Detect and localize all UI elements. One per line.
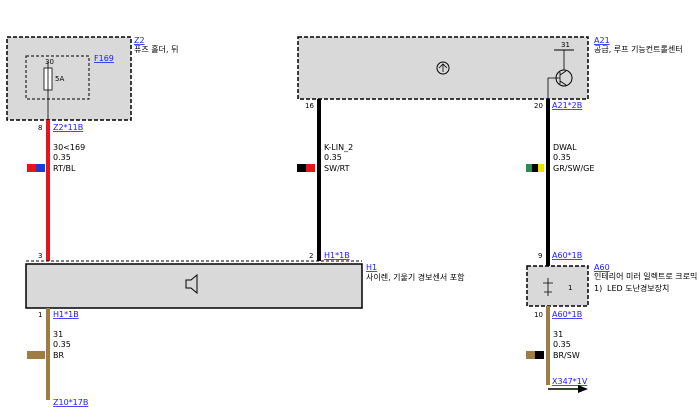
h1-gnd-size: 0.35 — [53, 340, 71, 349]
a60-gnd-size: 0.35 — [553, 340, 571, 349]
color-swatch-red — [27, 164, 36, 172]
color-swatch-black — [297, 164, 306, 172]
a60-link[interactable]: A60 — [594, 263, 610, 272]
a60-description: 인테리어 미러 일렉트로 크로믹 실내 백미러 — [594, 271, 700, 281]
z2-wire-size: 0.35 — [53, 153, 71, 162]
a60-pin-9: 9 — [538, 252, 542, 260]
h1-pin-1: 1 — [38, 311, 42, 319]
h1-link[interactable]: H1 — [366, 263, 377, 272]
z2-connector-link[interactable]: Z2*11B — [53, 123, 83, 132]
a60-connector-link-bottom[interactable]: A60*1B — [552, 310, 582, 319]
h1-pin-2: 2 — [309, 252, 313, 260]
transistor-leads — [547, 70, 567, 99]
a21-description: 공급, 루프 기능컨트롤센터 — [594, 44, 683, 54]
color-swatch-brown — [27, 351, 45, 359]
h1-connector-link-bottom[interactable]: H1*1B — [53, 310, 79, 319]
x347-connector-link[interactable]: X347*1V — [552, 377, 588, 386]
a21-pin-16: 16 — [305, 102, 314, 110]
z10-connector-link[interactable]: Z10*17B — [53, 398, 88, 407]
mirror-box — [526, 265, 589, 307]
color-swatch-black-3 — [535, 351, 544, 359]
z2-description: 퓨즈 홀더, 뒤 — [134, 44, 178, 54]
color-swatch-black-2 — [532, 164, 538, 172]
klin-wire-size: 0.35 — [324, 153, 342, 162]
a21-link[interactable]: A21 — [594, 36, 610, 45]
a60-pin-10: 10 — [534, 311, 543, 319]
z2-wire-signal: 30<169 — [53, 143, 85, 152]
fuse-f169-box — [25, 55, 90, 100]
a60-gnd-signal: 31 — [553, 330, 563, 339]
a60-note-number: 1) — [594, 284, 602, 293]
a21-inner-pin: 31 — [561, 41, 570, 49]
h1-gnd-signal: 31 — [53, 330, 63, 339]
color-swatch-yellow — [538, 164, 544, 172]
fuse-f169-link[interactable]: F169 — [94, 54, 114, 63]
klin-wire-color: SW/RT — [324, 164, 350, 173]
a60-gnd-color: BR/SW — [553, 351, 580, 360]
module-icon — [436, 61, 450, 75]
module-icon-glyph — [438, 63, 448, 72]
z2-link[interactable]: Z2 — [134, 36, 145, 45]
dwal-wire-size: 0.35 — [553, 153, 571, 162]
color-swatch-brown-2 — [526, 351, 535, 359]
dwal-wire-signal: DWAL — [553, 143, 577, 152]
a21-connector-link[interactable]: A21*2B — [552, 101, 582, 110]
dwal-wire-color: GR/SW/GE — [553, 164, 594, 173]
h1-connector-link-top[interactable]: H1*1B — [324, 251, 350, 260]
speaker-icon — [185, 273, 198, 295]
z2-wire-color: RT/BL — [53, 164, 76, 173]
h1-description: 사이렌, 기울기 경보센서 포함 — [366, 272, 465, 282]
fuse-pin-label: 30 — [45, 58, 54, 66]
siren-box — [25, 263, 363, 309]
color-swatch-green — [526, 164, 532, 172]
color-swatch-red-2 — [306, 164, 315, 172]
a21-pin-20: 20 — [534, 102, 543, 110]
a60-connector-link-top[interactable]: A60*1B — [552, 251, 582, 260]
klin-wire-signal: K-LIN_2 — [324, 143, 353, 152]
arrow-right-icon — [578, 385, 588, 393]
h1-pin-3: 3 — [38, 252, 42, 260]
h1-gnd-color: BR — [53, 351, 64, 360]
a60-inner-label: 1 — [568, 284, 572, 292]
color-swatch-blue — [36, 164, 45, 172]
a60-note: LED 도난경보장치 — [607, 283, 669, 293]
led-icon — [543, 278, 553, 296]
fuse-rating: 5A — [55, 75, 64, 83]
z2-pin-top: 8 — [38, 124, 42, 132]
